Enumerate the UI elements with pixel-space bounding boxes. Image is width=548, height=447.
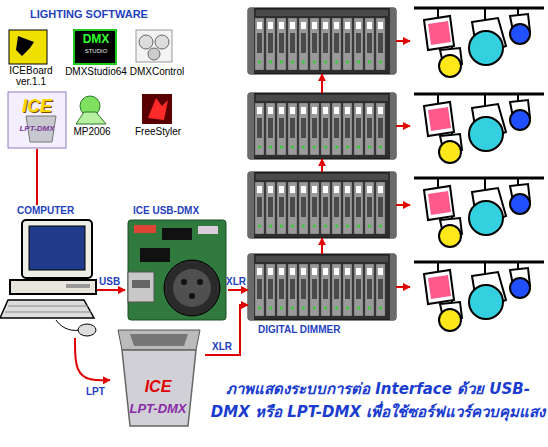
connector-label: USB (99, 276, 120, 287)
dimmer-rack-art (248, 93, 396, 159)
brand-text: LPT-DMX (122, 402, 194, 416)
light-bank (410, 172, 546, 252)
keyboard (0, 300, 94, 318)
icon-logo-text: LPT-DMX (11, 125, 63, 134)
xlr-connector (164, 260, 220, 316)
software-icon: MP2006 (66, 92, 118, 140)
connector-plate (118, 330, 200, 350)
dmxcontrol-icon (136, 30, 172, 62)
dimmer-rack (248, 93, 396, 159)
node-heading: ICE USB-DMX (133, 205, 228, 216)
dimmer-rack (248, 172, 396, 238)
lpt-connector (118, 330, 200, 426)
software-icon: ICE LPT-DMX (7, 91, 67, 149)
light-bank (410, 2, 546, 82)
chip (162, 228, 192, 240)
db25-shell (130, 334, 188, 346)
freestyler-logo (148, 98, 168, 120)
connector-arrow (396, 204, 410, 206)
lamp-symbol (16, 36, 34, 56)
connector-hood (122, 350, 196, 426)
icon-logo-text: DMX (78, 33, 114, 46)
usb-port-slot (132, 280, 150, 288)
icon-label: DMXStudio64 (64, 66, 128, 77)
mouse (78, 324, 96, 336)
computer-illustration (0, 220, 96, 336)
diagram-caption: ภาพแสดงระบบการต่อ Interface ด้วย USB-DMX… (210, 378, 546, 423)
icon-logo-text: ICE (11, 97, 63, 117)
dmxstudio-icon (74, 30, 116, 64)
light-bank-art (414, 262, 544, 331)
dimmer-racks (248, 8, 396, 320)
lamp-symbol (148, 48, 160, 60)
dimmer-rack: DIGITAL DIMMER (248, 254, 396, 338)
icon-label: DMXControl (128, 66, 186, 77)
software-icon: FreeStyler (128, 92, 188, 140)
node-heading: DIGITAL DIMMER (258, 324, 388, 335)
connector-label: XLR (226, 276, 246, 287)
lpt-dmx-icon (8, 92, 66, 148)
usb-dmx-interface: ICE USB-DMX (125, 205, 228, 322)
usb-dmx-board (128, 220, 226, 320)
iceboard-icon (9, 30, 47, 64)
connector-arrow (228, 289, 248, 291)
component (198, 226, 218, 234)
xlr-face (173, 269, 211, 307)
lpt-dmx-interface: ICE LPT-DMX (110, 326, 205, 428)
connector-arrow (97, 289, 125, 291)
desktop-case (10, 280, 96, 294)
connector-arrow (396, 125, 410, 127)
light-bank-art (414, 94, 544, 163)
xlr-pin (189, 293, 195, 299)
software-icon: DMX STUDIO DMXStudio64 (64, 28, 128, 80)
node-heading: COMPUTER (17, 205, 97, 216)
icon-label: MP2006 (66, 126, 118, 137)
edge-group (37, 41, 410, 380)
usb-port (128, 272, 154, 302)
connector-arrow (321, 74, 323, 93)
lamp-symbol (155, 35, 169, 49)
pcb (128, 220, 226, 320)
monitor-screen (29, 226, 85, 270)
icon-logo-text: STUDIO (78, 48, 114, 55)
connector-arrow (75, 338, 110, 380)
dimmer-rack-art (248, 8, 396, 74)
light-bank (410, 88, 546, 168)
monitor (22, 220, 92, 278)
icon-label: FreeStyler (128, 126, 188, 137)
dimmer-rack (248, 8, 396, 74)
connector-arrow (321, 238, 323, 254)
terminal-block (134, 225, 156, 233)
light-bank-art (414, 178, 544, 247)
connector-label: LPT (86, 386, 105, 397)
software-icon: DMXControl (128, 28, 186, 80)
xlr-pin (197, 279, 203, 285)
diagram-title: LIGHTING SOFTWARE (30, 8, 200, 20)
drive-slot (66, 284, 90, 288)
chip (140, 248, 170, 262)
light-banks (414, 8, 544, 331)
dimmer-rack-art (248, 172, 396, 238)
light-bank (410, 256, 546, 336)
light-beam (76, 112, 106, 124)
computer: COMPUTER (5, 205, 97, 338)
software-icon: ICEBoard ver.1.1 (4, 28, 58, 90)
dimmer-rack-art (248, 254, 396, 320)
freestyler-icon (142, 94, 172, 124)
connector-label: XLR (212, 341, 232, 352)
xlr-pin (181, 279, 187, 285)
connector-arrow (396, 286, 410, 288)
connector-arrow (36, 149, 38, 205)
connector-arrow (396, 40, 410, 42)
connector-arrow (205, 305, 248, 355)
light-bank-art (414, 8, 544, 77)
connector-arrow (321, 159, 323, 172)
lamp-symbol (139, 35, 153, 49)
mouse-cable (56, 320, 80, 330)
keyboard-keys (5, 306, 91, 312)
icon-label: ICEBoard ver.1.1 (4, 65, 58, 87)
brand-text: ICE (138, 378, 178, 396)
